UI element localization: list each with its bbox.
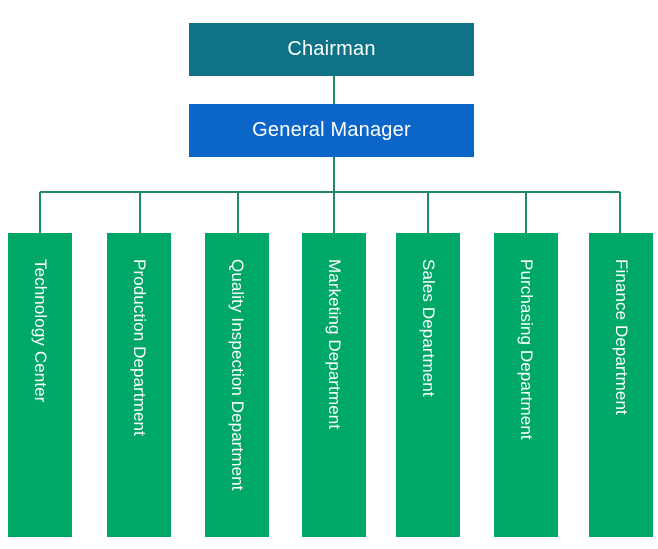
- general-manager-box: General Manager: [189, 104, 474, 157]
- department-box-production: Production Department: [107, 233, 171, 537]
- department-label: Technology Center: [31, 259, 50, 403]
- department-label: Quality Inspection Department: [228, 259, 247, 491]
- department-box-quality-inspection: Quality Inspection Department: [205, 233, 269, 537]
- department-label: Purchasing Department: [517, 259, 536, 440]
- department-box-marketing: Marketing Department: [302, 233, 366, 537]
- department-label: Production Department: [130, 259, 149, 436]
- department-label: Sales Department: [419, 259, 438, 397]
- department-box-finance: Finance Department: [589, 233, 653, 537]
- department-label: Finance Department: [612, 259, 631, 415]
- chairman-label: Chairman: [287, 38, 376, 60]
- department-box-technology-center: Technology Center: [8, 233, 72, 537]
- department-box-purchasing: Purchasing Department: [494, 233, 558, 537]
- general-manager-label: General Manager: [252, 119, 411, 141]
- department-label: Marketing Department: [325, 259, 344, 430]
- department-box-sales: Sales Department: [396, 233, 460, 537]
- chairman-box: Chairman: [189, 23, 474, 76]
